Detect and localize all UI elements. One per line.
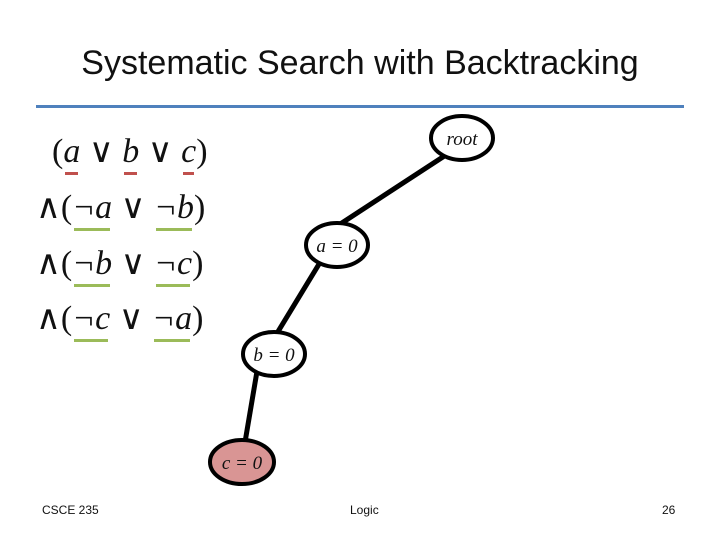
node-circle: [208, 438, 276, 486]
or-operator: ∨: [112, 245, 155, 282]
slide-number: 26: [662, 503, 676, 517]
tree-edge-b0-c0: [242, 371, 260, 442]
clause-prefix: ∧(: [36, 245, 73, 282]
node-circle: [304, 221, 370, 269]
literal-text: ¬a: [152, 300, 193, 337]
node-label: c = 0: [222, 453, 263, 474]
literal: ¬c: [154, 245, 193, 287]
tree-edge-a0-b0: [274, 261, 323, 335]
literal-text: ¬b: [72, 245, 113, 282]
or-operator: ∨: [110, 300, 153, 337]
literal-underline: [65, 172, 79, 175]
or-operator: ∨: [139, 133, 182, 170]
tree-node-b0: b = 0: [241, 330, 307, 378]
tree-node-c0: c = 0: [208, 438, 276, 486]
clause-prefix: ∧(: [36, 189, 73, 226]
literal-text: a: [63, 133, 81, 170]
literal-text: ¬c: [72, 300, 111, 337]
literal-text: ¬c: [154, 245, 193, 282]
footer-course: CSCE 235: [42, 503, 99, 517]
literal-underline: [74, 228, 111, 231]
literal-underline: [156, 228, 193, 231]
clause-2: ∧(¬a ∨ ¬b): [36, 187, 206, 231]
literal-text: c: [181, 133, 197, 170]
literal: ¬b: [72, 245, 113, 287]
node-label: root: [447, 129, 479, 150]
clause-suffix: ): [192, 245, 204, 282]
node-label: a = 0: [316, 236, 358, 257]
clause-4: ∧(¬c ∨ ¬a): [36, 298, 204, 342]
title-divider: [36, 105, 684, 108]
node-label: b = 0: [253, 345, 295, 366]
tree-node-a0: a = 0: [304, 221, 370, 269]
clause-prefix: (: [52, 133, 64, 170]
or-operator: ∨: [80, 133, 123, 170]
literal-text: ¬b: [154, 189, 195, 226]
literal: a: [63, 133, 81, 175]
node-circle: [429, 114, 495, 162]
literal: ¬a: [72, 189, 113, 231]
tree-edge-root-a0: [338, 153, 447, 227]
literal: ¬c: [72, 300, 111, 342]
node-circle: [241, 330, 307, 378]
clause-suffix: ): [196, 133, 208, 170]
literal-underline: [154, 339, 191, 342]
clause-3: ∧(¬b ∨ ¬c): [36, 243, 204, 287]
clause-1: (a ∨ b ∨ c): [52, 131, 208, 175]
slide-title: Systematic Search with Backtracking: [81, 44, 639, 82]
literal-underline: [124, 172, 138, 175]
or-operator: ∨: [112, 189, 155, 226]
literal-underline: [183, 172, 195, 175]
clause-prefix: ∧(: [36, 300, 73, 337]
literal: ¬a: [152, 300, 193, 342]
literal-underline: [156, 284, 191, 287]
literal: ¬b: [154, 189, 195, 231]
footer-topic: Logic: [350, 503, 379, 517]
literal-underline: [74, 284, 111, 287]
tree-node-root: root: [429, 114, 495, 162]
literal-text: b: [122, 133, 140, 170]
clause-suffix: ): [194, 189, 206, 226]
literal: b: [122, 133, 140, 175]
clause-suffix: ): [192, 300, 204, 337]
literal-text: ¬a: [72, 189, 113, 226]
literal: c: [181, 133, 197, 175]
literal-underline: [74, 339, 109, 342]
